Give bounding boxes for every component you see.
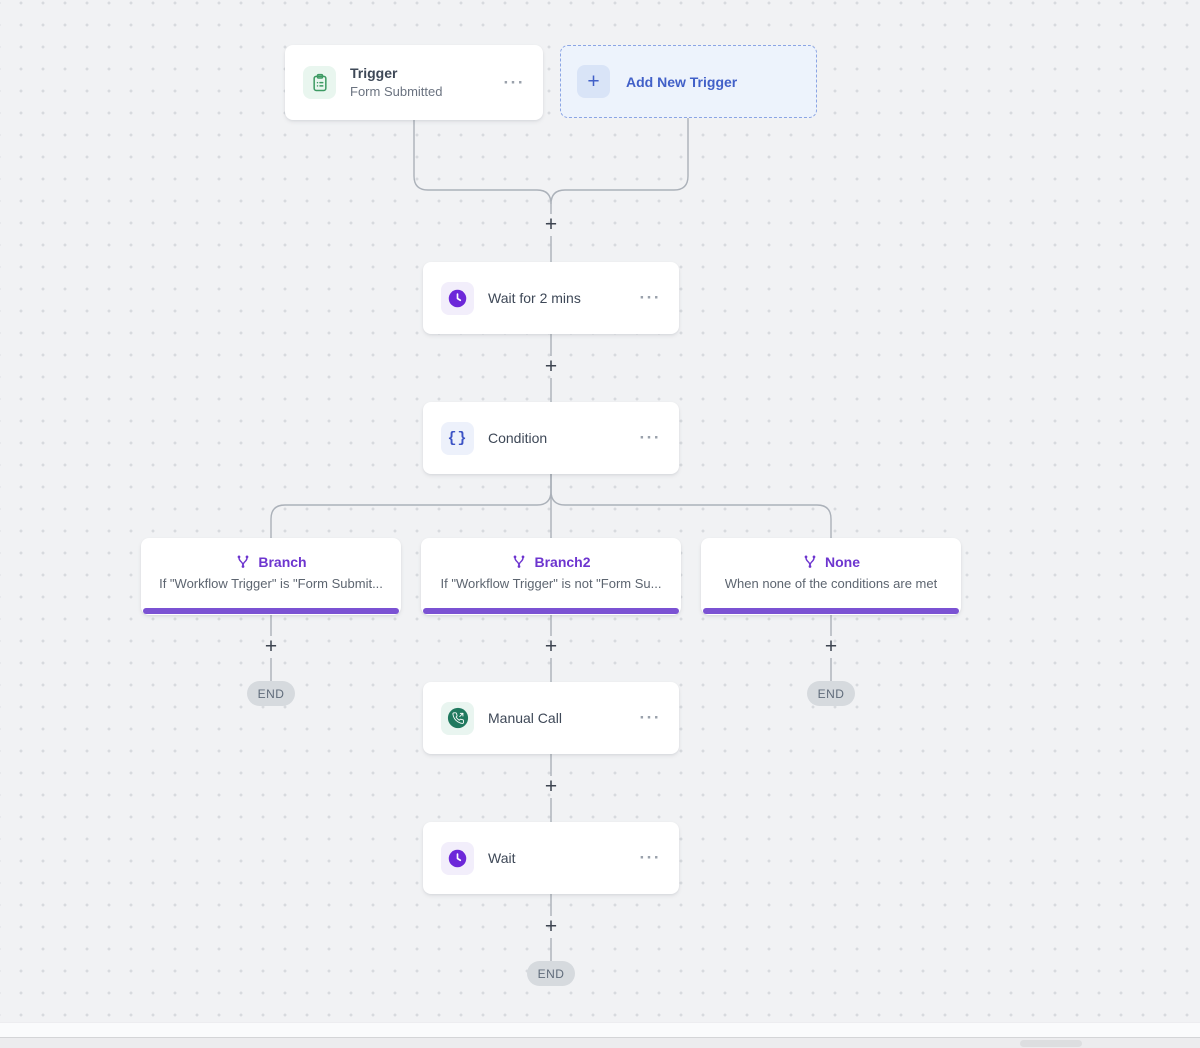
add-action-button[interactable]: + <box>264 635 278 658</box>
wait-title: Wait <box>488 850 516 866</box>
plus-icon: + <box>577 65 610 98</box>
condition-node[interactable]: {} Condition ··· <box>423 402 679 474</box>
add-action-button[interactable]: + <box>544 775 558 798</box>
trigger-menu-button[interactable]: ··· <box>503 72 525 92</box>
wait-2-mins-menu-button[interactable]: ··· <box>639 288 661 307</box>
wait-node[interactable]: Wait ··· <box>423 822 679 894</box>
canvas-bottom-strip <box>0 1022 1200 1037</box>
add-new-trigger-label: Add New Trigger <box>626 73 738 90</box>
clipboard-list-icon <box>303 66 336 99</box>
branch2-node[interactable]: Branch2 If "Workflow Trigger" is not "Fo… <box>421 538 681 615</box>
add-action-button[interactable]: + <box>544 355 558 378</box>
add-action-button[interactable]: + <box>544 635 558 658</box>
fork-icon <box>804 555 816 568</box>
branch2-title: Branch2 <box>534 554 591 570</box>
add-new-trigger-button[interactable]: + Add New Trigger <box>560 45 817 118</box>
workflow-canvas[interactable]: Trigger Form Submitted ··· + Add New Tri… <box>0 0 1200 1022</box>
braces-icon: {} <box>441 421 474 455</box>
condition-menu-button[interactable]: ··· <box>639 428 661 447</box>
branch-node[interactable]: Branch If "Workflow Trigger" is "Form Su… <box>141 538 401 615</box>
none-branch-subtitle: When none of the conditions are met <box>724 576 938 591</box>
branch-accent-bar <box>423 608 679 614</box>
add-action-button[interactable]: + <box>824 635 838 658</box>
end-badge: END <box>807 681 855 706</box>
branch-accent-bar <box>143 608 399 614</box>
wait-2-mins-title: Wait for 2 mins <box>488 290 581 306</box>
end-badge: END <box>247 681 295 706</box>
phone-outgoing-icon <box>441 701 474 735</box>
add-action-button[interactable]: + <box>544 915 558 938</box>
trigger-subtitle: Form Submitted <box>350 84 443 100</box>
end-badge: END <box>527 961 575 986</box>
wait-2-mins-node[interactable]: Wait for 2 mins ··· <box>423 262 679 334</box>
branch-accent-bar <box>703 608 959 614</box>
horizontal-scrollbar[interactable] <box>0 1037 1200 1048</box>
fork-icon <box>514 555 525 568</box>
clock-icon <box>441 841 474 875</box>
manual-call-menu-button[interactable]: ··· <box>639 708 661 727</box>
branch2-subtitle: If "Workflow Trigger" is not "Form Su... <box>440 576 662 591</box>
manual-call-title: Manual Call <box>488 710 562 726</box>
none-branch-node[interactable]: None When none of the conditions are met <box>701 538 961 615</box>
add-action-button[interactable]: + <box>544 213 558 236</box>
horizontal-scrollbar-thumb[interactable] <box>1020 1040 1082 1047</box>
trigger-node[interactable]: Trigger Form Submitted ··· <box>285 45 543 120</box>
none-branch-title: None <box>825 554 860 570</box>
fork-icon <box>238 555 249 568</box>
wait-menu-button[interactable]: ··· <box>639 848 661 867</box>
branch-title: Branch <box>258 554 307 570</box>
branch-subtitle: If "Workflow Trigger" is "Form Submit... <box>159 576 383 591</box>
clock-icon <box>441 281 474 315</box>
trigger-title: Trigger <box>350 64 398 81</box>
condition-title: Condition <box>488 430 548 446</box>
manual-call-node[interactable]: Manual Call ··· <box>423 682 679 754</box>
